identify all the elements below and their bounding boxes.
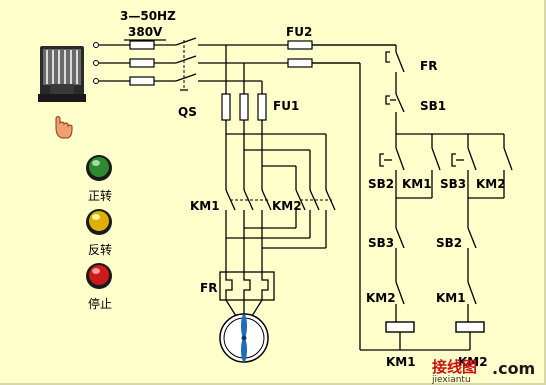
reverse-label: 反转 xyxy=(88,242,112,257)
km2-coil xyxy=(455,321,485,333)
sb3-label: SB3 xyxy=(440,177,466,191)
watermark-brand-cn: 接线图 xyxy=(432,358,477,376)
fu2-label: FU2 xyxy=(286,25,312,39)
fr-control-contact xyxy=(385,51,405,90)
km2-holding-label: KM2 xyxy=(476,177,506,191)
km1-interlock-contact xyxy=(467,281,477,322)
forward-button[interactable] xyxy=(86,155,112,181)
sb2-label: SB2 xyxy=(368,177,394,191)
km1-holding-label: KM1 xyxy=(402,177,432,191)
watermark-brand-pinyin: jiexiantu xyxy=(431,375,471,385)
motor-pictogram-icon xyxy=(38,46,86,102)
watermark-logo: 接线图 .com jiexiantu xyxy=(431,358,535,385)
km1-interlock-label: KM1 xyxy=(436,291,466,305)
supply-frequency-label: 3—50HZ xyxy=(120,9,176,23)
sb1-label: SB1 xyxy=(420,99,446,113)
supply-voltage-label: 380V xyxy=(128,25,163,39)
reverse-button[interactable] xyxy=(86,209,112,235)
sb2-interlock-label: SB2 xyxy=(436,236,462,250)
sb2-contact xyxy=(379,147,405,198)
km1-coil xyxy=(385,321,415,333)
km2-main-contacts xyxy=(295,189,336,211)
sb3-contact xyxy=(451,147,477,198)
km2-holding-contact xyxy=(468,147,513,199)
watermark-brand-dotcom: .com xyxy=(492,359,535,378)
motor-icon xyxy=(219,313,269,363)
fr-control-label: FR xyxy=(420,59,437,73)
km1-coil-label: KM1 xyxy=(386,355,416,369)
hand-pointer-icon[interactable] xyxy=(55,116,73,139)
sb3-interlock-label: SB3 xyxy=(368,236,394,250)
fu1-label: FU1 xyxy=(273,99,299,113)
sb1-contact xyxy=(385,90,405,134)
fr-main-label: FR xyxy=(200,281,217,295)
sb3-interlock-contact xyxy=(395,227,405,282)
stop-button[interactable] xyxy=(86,263,112,289)
km2-interlock-contact xyxy=(395,281,405,322)
km1-holding-contact xyxy=(396,147,441,199)
stop-label: 停止 xyxy=(88,296,112,311)
km2-interlock-label: KM2 xyxy=(366,291,396,305)
forward-label: 正转 xyxy=(88,188,112,203)
supply-terminals xyxy=(93,42,99,84)
qs-label: QS xyxy=(178,105,197,119)
qs-switch xyxy=(175,37,197,91)
km2-coil-label: KM2 xyxy=(458,355,488,369)
km2-main-label: KM2 xyxy=(272,199,302,213)
sb2-interlock-contact xyxy=(467,227,477,282)
fr-thermal-relay xyxy=(219,271,275,301)
km1-main-label: KM1 xyxy=(190,199,220,213)
km1-main-contacts xyxy=(225,189,272,211)
